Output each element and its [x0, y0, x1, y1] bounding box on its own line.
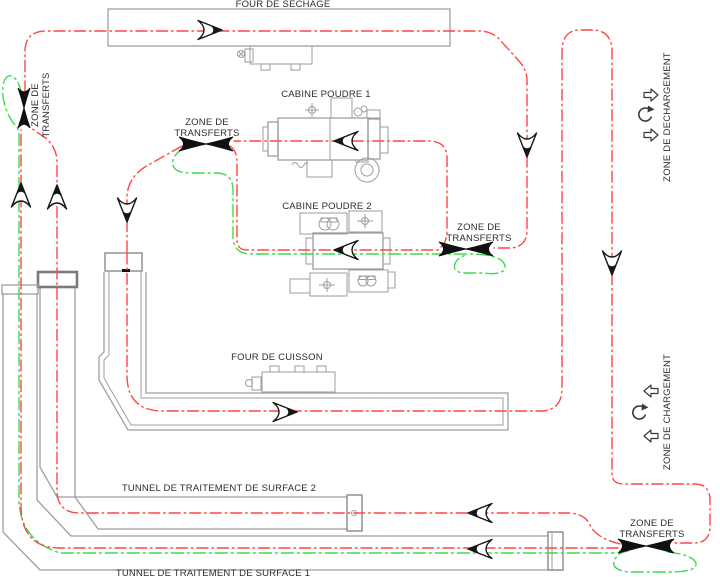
red-path-cuisson-to-load: [126, 29, 711, 544]
flow-arrow-right-icon: [197, 19, 223, 41]
cabine2-top-right-box: [348, 210, 383, 233]
cuisson-top-cap: [104, 252, 143, 272]
sechage-burner-unit: [237, 45, 313, 71]
load-arrow-icon: [643, 429, 659, 443]
cabine1-label: CABINE POUDRE 1: [281, 89, 371, 100]
green-conveyor-paths: [1, 75, 697, 573]
sechage-oven-body: [107, 8, 451, 47]
transfer-switch-icon-upper: [178, 136, 234, 152]
tunnel-surface-1: TUNNEL DE TRAITEMENT DE SURFACE 1: [1, 284, 564, 577]
flow-arrow-right-icon: [272, 401, 298, 423]
four-de-cuisson: FOUR DE CUISSON: [98, 252, 509, 431]
zone-pictograms: [632, 88, 659, 443]
zone-transferts-left-label-2: TRANSFERTS: [41, 72, 52, 137]
green-path-cabine2-siding: [172, 147, 506, 275]
cuisson-outer-wall: [98, 272, 509, 431]
tunnel1-end-cap: [547, 531, 564, 571]
cabine2-fan-icon-top: [318, 217, 340, 231]
unload-arrow-icon: [643, 128, 659, 142]
flow-arrow-down-icon: [516, 132, 538, 158]
flow-arrow-down-icon: [601, 250, 623, 276]
tunnel2-label: TUNNEL DE TRAITEMENT DE SURFACE 2: [122, 483, 316, 494]
red-path-tunnel2: [27, 125, 621, 545]
flow-arrow-left-icon: [333, 130, 359, 152]
cabine-poudre-1: CABINE POUDRE 1: [262, 89, 389, 183]
cabine2-label: CABINE POUDRE 2: [282, 201, 372, 212]
red-path-sechage: [24, 30, 528, 249]
cabine2-crosshair-icon-bottom: [319, 278, 335, 292]
load-arrow-icon: [643, 384, 659, 398]
tunnel-surface-2: TUNNEL DE TRAITEMENT DE SURFACE 2: [36, 270, 363, 532]
tunnel1-top-cap: [1, 284, 39, 295]
transfer-switch-icon-bottom-right: [617, 538, 675, 554]
zone-transferts-bottom-label-1: ZONE DE: [630, 518, 674, 529]
cuisson-burner-unit: [245, 365, 336, 393]
red-path-cabine1: [233, 140, 448, 248]
flow-arrow-left-icon: [333, 239, 359, 261]
flow-arrow-up-icon: [46, 184, 68, 210]
tunnel1-inner-wall: [36, 293, 548, 537]
tunnel2-outer-wall: [39, 287, 361, 498]
transfer-switches: [17, 87, 675, 554]
red-path-tunnel1: [20, 129, 619, 549]
cabine1-body: [277, 117, 369, 161]
zone-transferts-left-label-1: ZONE DE: [30, 83, 41, 127]
zone-chargement-label: ZONE DE CHARGEMENT: [662, 354, 673, 470]
rotate-icon: [632, 403, 649, 420]
zone-transferts-middle-label-2: TRANSFERTS: [446, 233, 511, 244]
cabine-poudre-2: CABINE POUDRE 2: [282, 201, 396, 297]
zone-transferts-upper-label-1: ZONE DE: [185, 117, 229, 128]
flow-arrow-up-icon: [10, 182, 32, 208]
cabine2-crosshair-icon-top: [357, 214, 373, 228]
red-conveyor-paths: [20, 29, 711, 549]
four-de-sechage: FOUR DE SECHAGE: [107, 0, 451, 71]
cabine2-top-left-box: [299, 212, 348, 235]
cabine2-fan-icon-bottom: [357, 275, 377, 287]
cuisson-label: FOUR DE CUISSON: [231, 352, 323, 363]
cabine1-lower-box: [306, 159, 333, 178]
zone-dechargement-label: ZONE DE DECHARGEMENT: [662, 52, 673, 182]
flow-arrow-down-icon: [116, 197, 138, 223]
cabine1-hose: [291, 162, 309, 168]
transfer-switch-icon-left: [17, 87, 31, 129]
tunnel1-outer-wall: [2, 293, 563, 571]
flow-arrows: [10, 19, 623, 560]
tunnel1-label: TUNNEL DE TRAITEMENT DE SURFACE 1: [116, 568, 310, 577]
transfer-switch-icon-middle: [438, 241, 494, 257]
cabine1-fan-icon: [354, 157, 380, 183]
red-path-cuisson-feed: [126, 145, 183, 254]
unload-arrow-icon: [643, 88, 659, 102]
cabine1-top-hopper: [330, 97, 353, 119]
green-path-left-loop-tunnel1: [1, 75, 615, 554]
cuisson-inner-wall: [103, 272, 504, 426]
rotate-icon: [638, 105, 655, 122]
zone-transferts-middle-label-1: ZONE DE: [457, 222, 501, 233]
zone-transferts-upper-label-2: TRANSFERTS: [174, 128, 239, 139]
zone-transferts-bottom-label-2: TRANSFERTS: [619, 529, 684, 540]
green-path-bottom-right-loop: [613, 550, 697, 573]
cabine1-pump-icon: [353, 107, 363, 117]
flow-arrow-left-icon: [467, 538, 493, 560]
cabine1-crosshair-icon: [305, 103, 319, 117]
red-path-cabine2: [229, 145, 440, 251]
flow-arrow-left-icon: [467, 502, 493, 524]
zone-labels: ZONE DE TRANSFERTS ZONE DE TRANSFERTS ZO…: [30, 52, 684, 540]
sechage-label: FOUR DE SECHAGE: [236, 0, 331, 10]
